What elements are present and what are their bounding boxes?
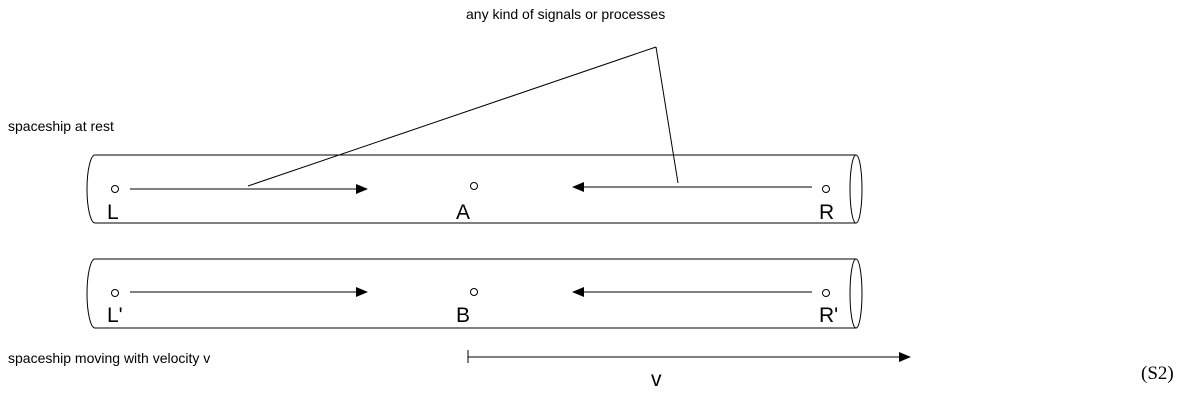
point-L-label: L [107,201,119,224]
point-R-prime-label: R' [819,304,838,327]
point-R-marker [822,185,830,193]
point-B-marker [470,288,478,296]
moving-caption: spaceship moving with velocity v [8,350,210,366]
annotation-label: any kind of signals or processes [466,6,665,22]
spaceship-moving: L' B R' [86,258,863,329]
point-B-label: B [456,304,470,327]
point-R-prime-marker [822,289,830,297]
spaceship-at-rest: L A R [86,154,863,224]
ship-rest-endcap [849,154,863,224]
ship-rest-body [86,154,856,224]
point-R-label: R [819,201,834,224]
point-L-prime-label: L' [107,304,123,327]
annotation-pointer-left [247,46,657,187]
point-A-marker [470,182,478,190]
ship-moving-endcap [849,258,863,329]
rest-caption: spaceship at rest [8,118,114,134]
equation-tag: (S2) [1141,363,1174,384]
point-L-prime-marker [111,289,119,297]
annotation-pointer-right [655,46,679,184]
point-A-label: A [456,201,470,224]
velocity-label: v [651,368,662,391]
point-L-marker [111,185,119,193]
ship-moving-body [86,258,856,329]
